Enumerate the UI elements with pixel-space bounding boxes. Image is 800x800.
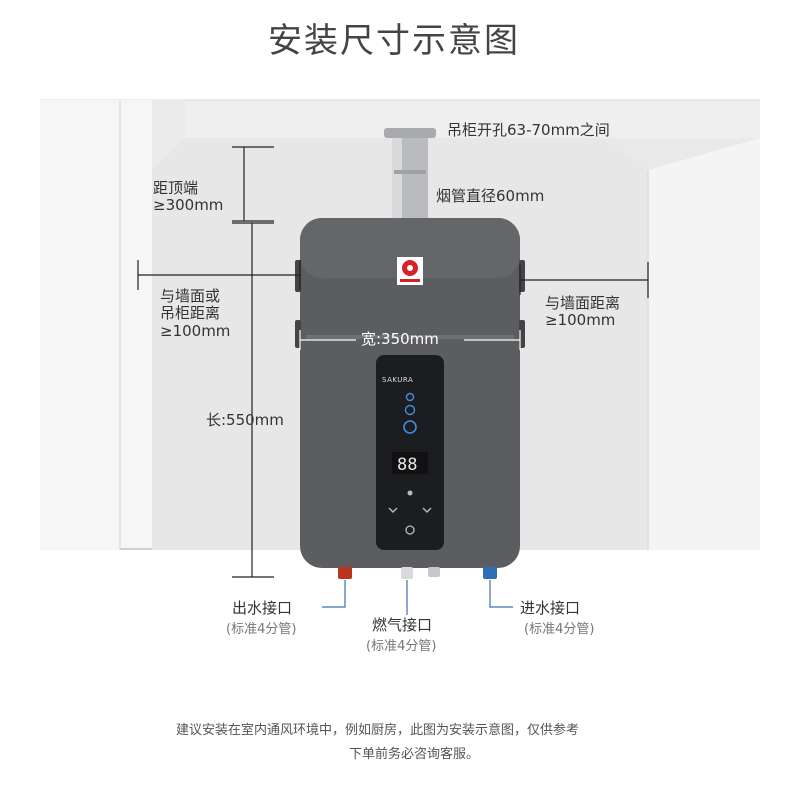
top-distance-label: 距顶端 ≥300mm xyxy=(153,179,224,215)
footnote-line-2: 下单前务必咨询客服。 xyxy=(349,747,480,762)
callout-lines xyxy=(322,580,513,615)
water-in-callout xyxy=(489,580,513,608)
water-out-sub-label: (标准4分管) xyxy=(226,622,297,637)
mode-button-icon xyxy=(404,404,416,416)
ceiling xyxy=(40,100,760,138)
page-title: 安装尺寸示意图 xyxy=(268,21,520,61)
right-wall-dimension xyxy=(519,262,649,298)
display-digits: 88 xyxy=(397,455,417,475)
power-icon xyxy=(405,392,415,402)
gas-connector xyxy=(401,567,413,579)
footnote-line-1: 建议安装在室内通风环境中，例如厨房，此图为安装示意图，仅供参考 xyxy=(176,723,580,738)
function-button-icon xyxy=(403,420,417,434)
temp-down-icon xyxy=(388,507,398,513)
width-label: 宽:350mm xyxy=(361,330,439,348)
brand-text: SAKURA xyxy=(382,376,414,384)
length-dimension xyxy=(232,222,274,578)
power-button-icon xyxy=(405,525,415,535)
right-wall xyxy=(648,138,760,550)
water-in-label: 进水接口 xyxy=(520,599,581,617)
left-wall-label: 与墙面或 吊柜距离 ≥100mm xyxy=(160,287,231,340)
width-dimension xyxy=(299,330,521,350)
left-wall-dimension xyxy=(137,260,301,290)
length-label: 长:550mm xyxy=(206,411,284,429)
water-outlet-connector xyxy=(338,567,352,579)
temp-up-icon xyxy=(422,507,432,513)
indicator-dot xyxy=(407,490,413,496)
top-distance-dimension xyxy=(232,146,274,222)
water-inlet-connector xyxy=(483,567,497,579)
temperature-display xyxy=(392,452,428,474)
cabinet-hole-label: 吊柜开孔63-70mm之间 xyxy=(447,121,610,139)
left-cabinet xyxy=(40,100,152,550)
flue-diameter-label: 烟管直径60mm xyxy=(436,187,545,205)
right-wall-label: 与墙面距离 ≥100mm xyxy=(545,294,621,330)
gas-in-label: 燃气接口 xyxy=(372,616,433,634)
water-out-callout xyxy=(322,580,346,608)
water-in-sub-label: (标准4分管) xyxy=(524,622,595,637)
gas-in-sub-label: (标准4分管) xyxy=(366,639,437,654)
water-out-label: 出水接口 xyxy=(232,599,293,617)
